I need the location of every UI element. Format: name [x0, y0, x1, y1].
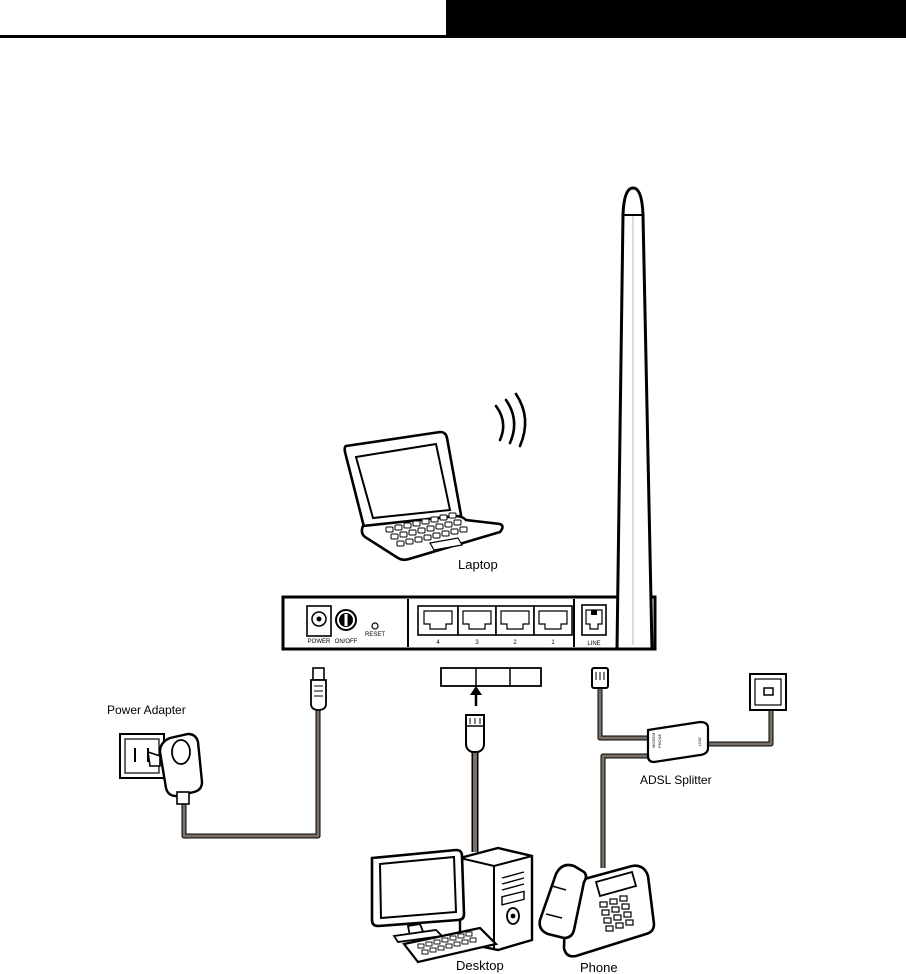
reset-label: RESET — [365, 632, 385, 638]
adsl-splitter-icon: MODEM PHONE LINE — [648, 722, 708, 762]
antenna — [617, 188, 652, 649]
reset-button — [372, 623, 378, 629]
lan-port-2 — [496, 606, 534, 635]
power-adapter-label: Power Adapter — [107, 703, 186, 717]
power-socket — [307, 606, 331, 636]
wall-phone-jack-icon — [750, 674, 786, 710]
laptop-label: Laptop — [458, 557, 498, 572]
rj11-plug-icon — [592, 668, 608, 688]
lan-ports — [418, 606, 572, 635]
desktop-icon — [372, 848, 532, 962]
adsl-splitter-label: ADSL Splitter — [640, 773, 712, 787]
power-adapter-icon — [120, 734, 202, 804]
lan-port-4 — [418, 606, 458, 635]
phone-icon — [540, 865, 654, 956]
wifi-signal-icon — [496, 394, 525, 446]
desktop-label: Desktop — [456, 958, 504, 973]
arrow-up-icon — [470, 686, 482, 695]
lan-port-1 — [534, 606, 572, 635]
on-off-switch — [336, 610, 356, 630]
lan-bracket — [441, 668, 541, 706]
on-off-label: ON/OFF — [335, 639, 358, 645]
ethernet-plug-icon — [466, 715, 484, 752]
splitter-line-port-label: LINE — [697, 737, 702, 746]
header-bar — [446, 0, 906, 38]
dc-plug-icon — [311, 668, 326, 710]
lan-port-3 — [458, 606, 496, 635]
router: POWER ON/OFF RESET — [283, 597, 655, 649]
line-port-label: LINE — [587, 641, 600, 647]
laptop-icon — [345, 432, 503, 560]
power-port-label: POWER — [308, 639, 331, 645]
phone-label: Phone — [580, 960, 618, 974]
line-port — [582, 605, 606, 635]
splitter-modem-port-label: MODEM — [651, 733, 656, 748]
splitter-phone-port-label: PHONE — [657, 733, 662, 748]
